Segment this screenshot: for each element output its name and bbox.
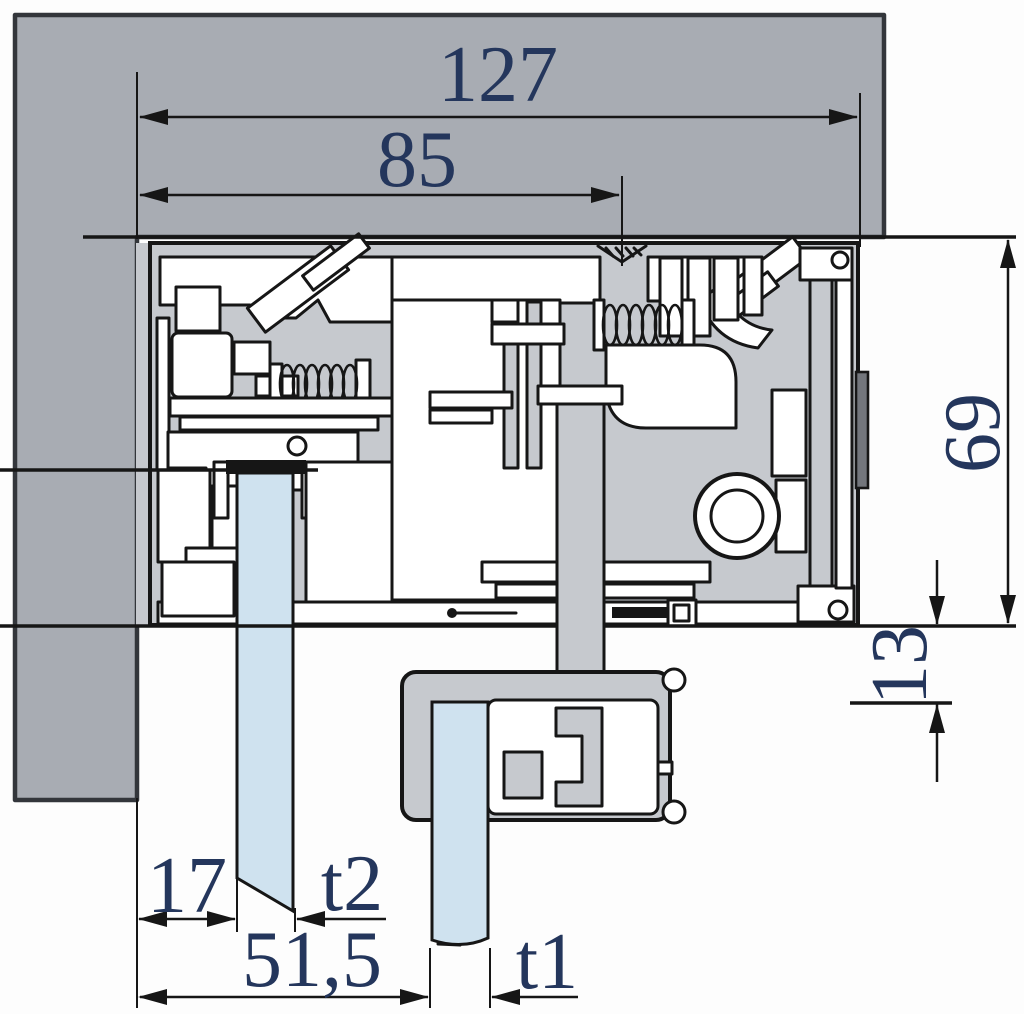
dimension-label-85: 85 (377, 116, 457, 204)
profile-part (770, 388, 808, 478)
track-mechanism (155, 232, 870, 628)
clamp-notch (661, 799, 687, 825)
glass-clamp-jaw (226, 460, 306, 474)
dimension-13: 13 (856, 560, 945, 782)
arrowhead (491, 989, 520, 1005)
rod-end (447, 608, 457, 618)
glass-panel-t1 (430, 700, 490, 946)
latch-lever (168, 396, 396, 418)
dimension-label-13: 13 (856, 625, 944, 705)
notch-hatching (604, 246, 643, 258)
arrowhead (1000, 239, 1016, 268)
arrowhead (929, 704, 945, 733)
dimension-85: 85 (139, 116, 623, 266)
clamp-hook (554, 706, 604, 808)
center-cavity (304, 298, 566, 604)
arrowhead (139, 109, 168, 125)
dimension-label-127: 127 (438, 31, 558, 119)
suspension-nut (536, 384, 624, 406)
screw-shaft (612, 607, 668, 618)
arrowhead (138, 989, 167, 1005)
dimension-t1: t1 (489, 918, 578, 1008)
latch-lever (178, 415, 380, 432)
cap-wall (834, 278, 854, 590)
profile-part (174, 285, 222, 333)
spring-end-plate (680, 298, 696, 352)
dimensions: 127 85 69 13 17 (136, 31, 1017, 1008)
profile-part (232, 340, 272, 376)
arrowhead (296, 911, 325, 927)
profile-part (658, 256, 684, 338)
arrowhead (207, 911, 236, 927)
profile-part (490, 298, 520, 324)
dimension-label-69: 69 (929, 393, 1017, 473)
dimension-label-17: 17 (147, 842, 227, 930)
arrowhead (400, 989, 429, 1005)
clamp-block (502, 750, 544, 800)
dimension-label-t1: t1 (516, 918, 578, 1006)
cap-lip (830, 250, 850, 270)
profile-part (490, 322, 566, 346)
profile-part (160, 560, 236, 618)
profile-part (712, 256, 740, 322)
arrowhead (591, 187, 620, 203)
profile-part (304, 460, 396, 604)
screw-head-inner (672, 603, 691, 623)
carrier-stem (555, 402, 606, 682)
profile-part (742, 255, 764, 317)
roller-carrier-arm (604, 343, 738, 430)
profile-part (428, 390, 514, 410)
profile-part (170, 331, 234, 399)
dimension-t2: t2 (294, 840, 386, 932)
cap-channel (808, 278, 834, 588)
dimension-69: 69 (929, 239, 1017, 624)
clip-prong (301, 232, 371, 292)
dimension-17: 17 (136, 798, 238, 1008)
profile-part (774, 478, 808, 554)
roller-hub (709, 488, 765, 544)
glass-edge-tick (436, 942, 462, 947)
track-end-cap (796, 246, 870, 624)
dimension-127: 127 (136, 31, 861, 247)
top-center-cavity (390, 255, 602, 305)
glass-panels (226, 460, 490, 947)
glass-pad (212, 460, 230, 520)
arrowhead (139, 187, 168, 203)
arrowhead (929, 596, 945, 625)
arrowhead (829, 109, 858, 125)
glass-panel-t2 (235, 471, 295, 914)
cap-lip (827, 599, 849, 621)
screw-hole (286, 435, 308, 457)
profile-part (428, 408, 494, 425)
dimension-51-5: 51,5 (138, 916, 431, 1008)
dimension-label-t2: t2 (321, 840, 383, 928)
clamp-notch (661, 667, 687, 693)
dimension-label-51-5: 51,5 (242, 916, 382, 1004)
arrowhead (1000, 595, 1016, 624)
side-tab (854, 370, 870, 490)
arrowhead (138, 911, 167, 927)
